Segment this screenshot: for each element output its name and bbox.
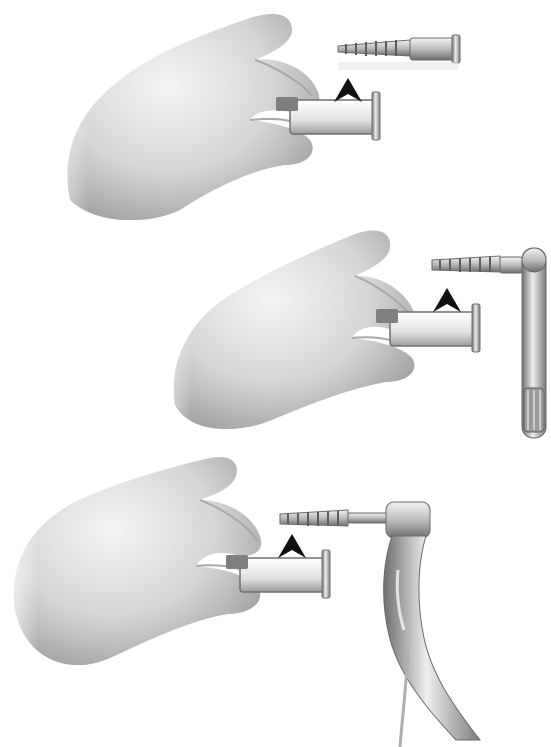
- contra-angle-handpiece: [384, 502, 480, 747]
- ampoule: [276, 92, 380, 140]
- ampoule: [376, 304, 480, 352]
- up-arrow-icon: [334, 78, 362, 102]
- up-arrow-icon: [278, 534, 306, 558]
- implant-with-mount: [338, 35, 460, 70]
- step-3-illustration: [0, 450, 551, 747]
- hand: [0, 457, 261, 690]
- step-2-illustration: [0, 220, 551, 450]
- step-1-panel: [0, 0, 551, 220]
- implant-on-ratchet: [432, 256, 522, 273]
- hand-ratchet-wrench: [522, 248, 546, 438]
- hand: [150, 230, 415, 450]
- step-2-panel: [0, 220, 551, 450]
- step-3-panel: [0, 450, 551, 747]
- implant-on-handpiece: [280, 510, 388, 526]
- hand: [40, 14, 319, 220]
- up-arrow-icon: [433, 288, 461, 312]
- step-1-illustration: [0, 0, 551, 220]
- ampoule: [226, 550, 330, 598]
